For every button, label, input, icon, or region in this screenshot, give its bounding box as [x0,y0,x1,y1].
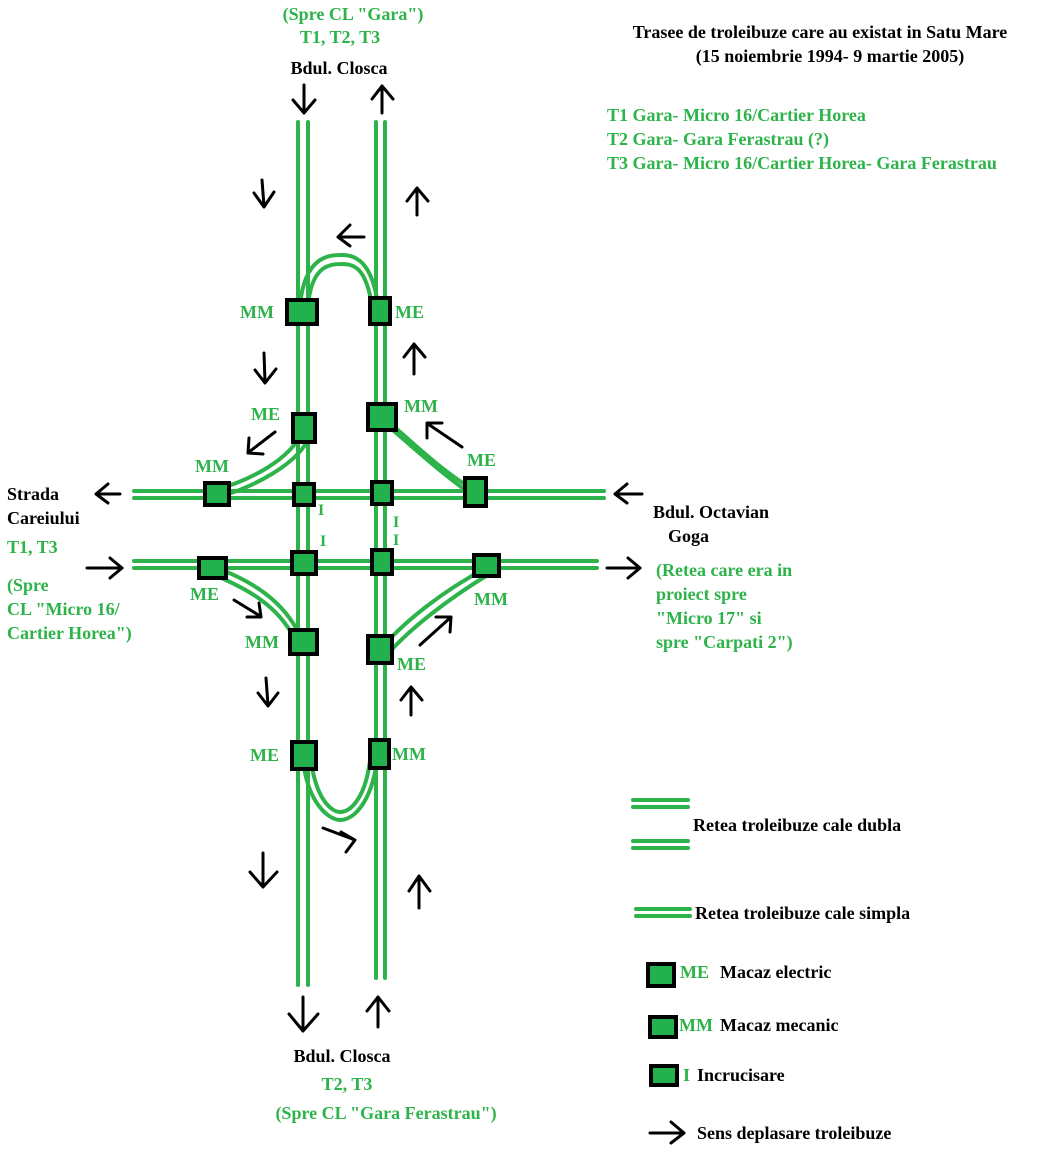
arrow-right-icon [321,826,357,854]
direction-arrows [85,83,644,1033]
legend-i-label: Incrucisare [697,1065,785,1085]
legend-me-code: ME [680,962,709,982]
arrow-down-left-icon [246,430,277,456]
label-switch: MM [245,632,279,652]
east-note-line3: "Micro 17" si [656,608,762,628]
arrow-up-icon [399,685,424,717]
arrow-down-icon [291,83,317,115]
arrow-left-icon [336,223,366,248]
switch-mm-west-top [203,481,231,507]
east-note-line4: spre "Carpati 2") [656,632,793,653]
switch-mm-top-left [285,298,319,326]
legend-mm-symbol [648,1015,678,1039]
label-switch: MM [404,396,438,416]
east-note-line2: proiect spre [656,584,747,604]
label-switch: MM [392,744,426,764]
legend-mm-code: MM [679,1015,713,1035]
switch-mm-lower-left [288,628,319,656]
label-switch: ME [467,450,496,470]
east-street-line2: Goga [668,526,709,546]
switch-me-upper-left [291,412,317,444]
east-street-line1: Bdul. Octavian [653,502,769,522]
arrow-up-icon [365,995,391,1029]
arrow-right-icon [605,556,642,580]
north-destination: (Spre CL "Gara") [283,4,424,25]
label-crossing: I [320,533,326,550]
north-lines: T1, T2, T3 [300,27,380,47]
west-lines: T1, T3 [7,537,58,557]
east-note-line1: (Retea care era in [656,560,792,581]
arrow-down-icon [253,351,278,385]
route-t1: T1 Gara- Micro 16/Cartier Horea [607,105,866,125]
label-switch: ME [190,584,219,604]
arrow-right-icon [85,556,124,580]
south-street: Bdul. Closca [293,1046,390,1066]
west-destination-line3: Cartier Horea") [7,623,132,644]
switch-mm-east-bottom [472,553,501,578]
west-destination-line2: CL "Micro 16/ [7,599,121,619]
legend-single-label: Retea troleibuze cale simpla [695,903,910,923]
legend: Retea troleibuze cale dubla Retea trolei… [631,798,910,1145]
west-street-line2: Careiului [7,508,80,528]
legend-me-symbol [646,962,676,988]
arrow-down-icon [287,995,320,1033]
arrow-up-icon [405,186,430,217]
legend-i-code: I [683,1065,690,1085]
switch-me-bottom-left [290,740,318,771]
south-destination: (Spre CL "Gara Ferastrau") [275,1103,496,1124]
label-switch: MM [240,302,274,322]
west-destination-line1: (Spre [7,575,49,596]
legend-arrow-right-icon [648,1120,686,1145]
arrow-up-icon [370,84,395,115]
route-t2: T2 Gara- Gara Ferastrau (?) [607,129,829,150]
label-switch: ME [250,745,279,765]
arrow-down-icon [252,178,276,209]
wire-network [132,120,606,987]
label-switch: ME [397,654,426,674]
switch-me-east-top [463,476,488,508]
switch-me-west-bottom [197,556,228,580]
arrow-up-left-icon [425,421,464,449]
label-switch: ME [251,404,280,424]
arrow-up-right-icon [418,615,453,647]
arrow-up-icon [402,342,427,376]
crossing-4 [370,548,394,576]
west-street-line1: Strada [7,484,59,504]
label-switch: MM [474,589,508,609]
switch-me-lower-right [366,634,394,665]
legend-double-label: Retea troleibuze cale dubla [693,815,901,835]
arrow-left-icon [613,482,644,505]
switch-mm-upper-right [366,402,398,432]
label-switch: ME [395,302,424,322]
arrow-down-icon [248,851,279,889]
label-crossing: I [393,514,399,531]
crossing-3 [290,550,318,576]
legend-me-label: Macaz electric [720,962,831,982]
label-crossing: I [393,532,399,549]
legend-double-wire [631,798,690,850]
crossing-1 [292,482,316,507]
crossing-2 [370,480,394,506]
switch-me-top-right [368,296,392,326]
switch-mm-bottom-right [368,738,391,770]
legend-mm-label: Macaz mecanic [720,1015,838,1035]
legend-direction-label: Sens deplasare troleibuze [697,1123,891,1143]
label-crossing: I [318,502,324,519]
label-switch: MM [195,456,229,476]
switches [197,296,501,771]
route-t3: T3 Gara- Micro 16/Cartier Horea- Gara Fe… [607,153,997,173]
arrow-down-icon [256,676,280,708]
legend-single-wire [634,907,692,918]
diagram-title-line2: (15 noiembrie 1994- 9 martie 2005) [696,46,964,67]
diagram-title-line1: Trasee de troleibuze care au existat in … [633,22,1008,42]
arrow-left-icon [94,482,122,505]
legend-crossing-symbol [649,1064,679,1087]
north-street: Bdul. Closca [290,58,387,78]
arrow-down-right-icon [232,598,263,619]
arrow-up-icon [407,874,432,910]
south-lines: T2, T3 [322,1074,373,1094]
